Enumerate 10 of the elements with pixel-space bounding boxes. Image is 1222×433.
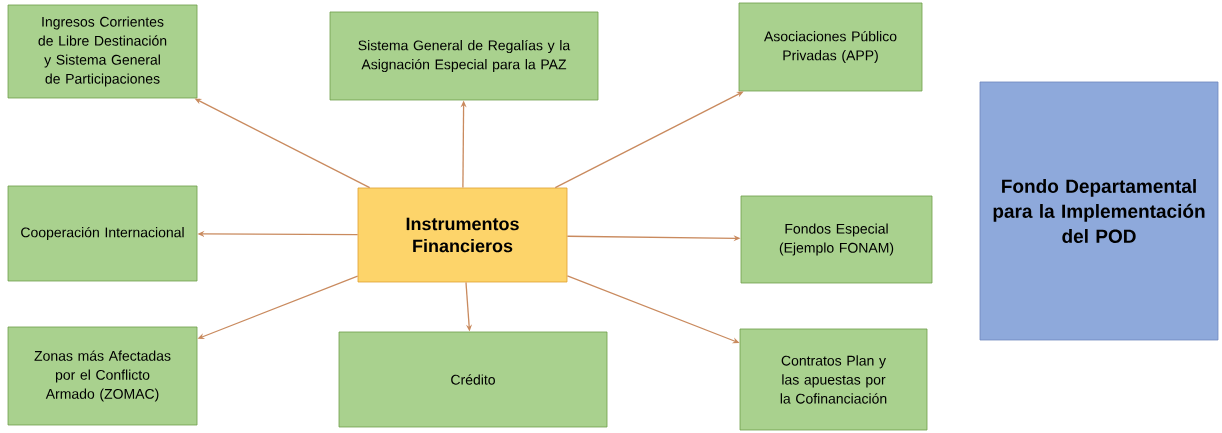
fund-box: Fondo Departamental para la Implementación del POD bbox=[979, 81, 1219, 341]
process-box: Ingresos Corrientes de Libre Destinación y Sistema General de Participaciones bbox=[7, 4, 198, 99]
process-box: Crédito bbox=[338, 331, 608, 428]
process-box: Instrumentos Financieros bbox=[357, 187, 568, 283]
process-box: Sistema General de Regalías y la Asignación Especial para la PAZ bbox=[329, 11, 599, 101]
process-box: Zonas más Afectadas por el Conflicto Armado (ZOMAC) bbox=[7, 326, 198, 426]
process-box: Asociaciones Público Privadas (APP) bbox=[738, 2, 923, 92]
process-box: Cooperación Internacional bbox=[7, 185, 198, 282]
process-box: Fondos Especial (Ejemplo FONAM) bbox=[740, 195, 933, 284]
process-box: Contratos Plan y las apuestas por la Cofinanciación bbox=[739, 328, 928, 431]
